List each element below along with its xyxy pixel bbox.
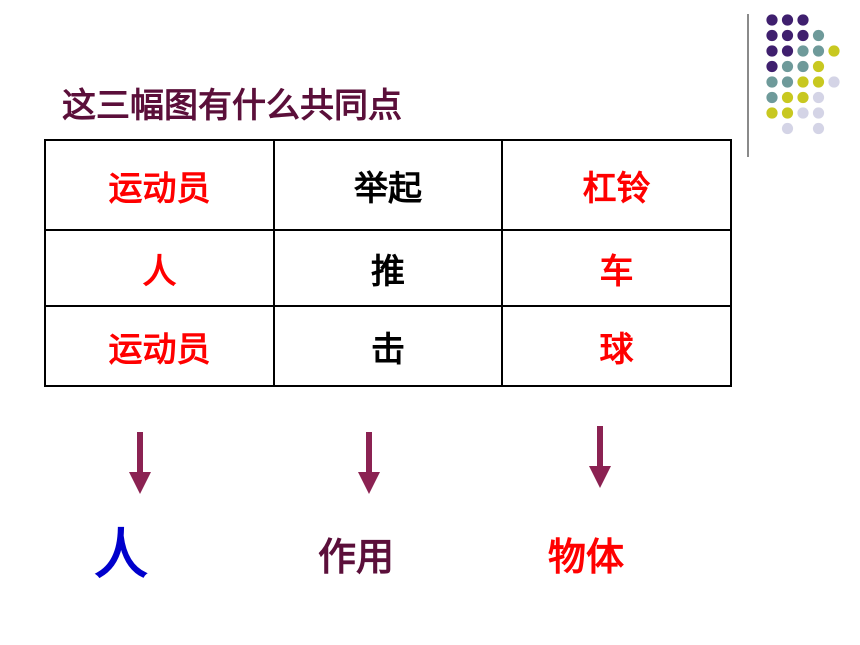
decorative-dot-grid (766, 14, 840, 135)
decorative-dot (781, 107, 794, 119)
table-cell-action: 举起 (273, 139, 503, 231)
decorative-dot (812, 45, 825, 57)
table-cell-agent: 运动员 (44, 305, 275, 387)
label-object: 物体 (548, 535, 625, 579)
decorative-dot (797, 29, 809, 42)
table-row: 运动员 击 球 (44, 305, 732, 387)
arrow-down-icon (589, 426, 611, 488)
decorative-dot (781, 29, 794, 42)
decorative-dot (781, 76, 794, 88)
decorative-dot (766, 91, 778, 104)
decorative-dot (766, 29, 778, 42)
page-title: 这三幅图有什么共同点 (62, 86, 402, 126)
decorative-dot (766, 76, 778, 88)
label-person: 人 (94, 523, 148, 586)
decorative-dot (828, 45, 840, 57)
decorative-dot (766, 45, 778, 57)
decorative-dot (781, 122, 794, 135)
decorative-dot (781, 14, 794, 26)
decorative-dot (812, 122, 825, 135)
table-row: 运动员 举起 杠铃 (44, 139, 732, 231)
decorative-dot (812, 107, 825, 119)
decorative-dot (828, 76, 840, 88)
decorative-dot (797, 76, 809, 88)
comparison-table: 运动员 举起 杠铃 人 推 车 运动员 击 球 (44, 139, 732, 387)
decorative-dot (766, 107, 778, 119)
decorative-dot (797, 60, 809, 73)
decorative-dot (781, 60, 794, 73)
decorative-dot (812, 29, 825, 42)
arrow-down-icon (129, 432, 151, 494)
decorative-dot (797, 91, 809, 104)
table-cell-action: 推 (273, 229, 503, 307)
decorative-divider-line (747, 14, 749, 157)
decorative-dot (766, 60, 778, 73)
decorative-dot (797, 14, 809, 26)
decorative-dot (797, 45, 809, 57)
decorative-dot (812, 76, 825, 88)
table-cell-object: 杠铃 (501, 139, 732, 231)
decorative-dot (812, 60, 825, 73)
table-cell-object: 车 (501, 229, 732, 307)
table-cell-agent: 人 (44, 229, 275, 307)
table-cell-action: 击 (273, 305, 503, 387)
table-cell-agent: 运动员 (44, 139, 275, 231)
table-cell-object: 球 (501, 305, 732, 387)
decorative-dot (781, 45, 794, 57)
decorative-dot (781, 91, 794, 104)
label-action: 作用 (318, 535, 395, 579)
decorative-dot (766, 14, 778, 26)
decorative-dot (812, 91, 825, 104)
arrow-down-icon (358, 432, 380, 494)
decorative-dot (797, 107, 809, 119)
table-row: 人 推 车 (44, 229, 732, 307)
